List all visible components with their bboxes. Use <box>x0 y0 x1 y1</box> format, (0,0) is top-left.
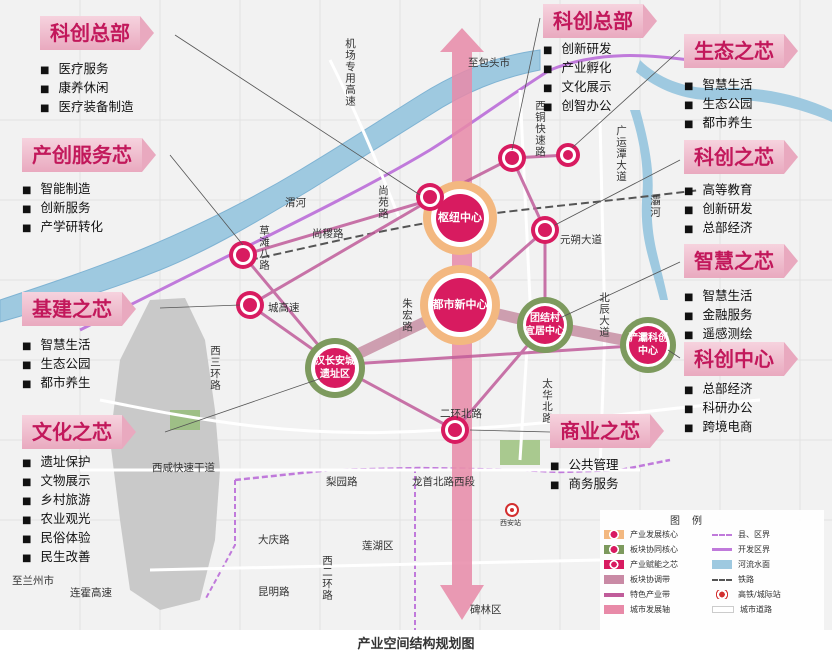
street-label: 朱宏路 <box>401 298 413 333</box>
legend-swatch <box>604 545 624 554</box>
callout-list-jj-core: 智慧生活 生态公园 都市养生 <box>22 336 90 393</box>
node-label-newcenter: 都市新中心 <box>432 298 488 311</box>
legend-item: 开发区界 <box>712 543 770 556</box>
legend-swatch <box>712 533 732 536</box>
legend-item: 铁路 <box>712 573 754 586</box>
callout-list-kc-hq-left: 医疗服务 康养休闲 医疗装备制造 <box>40 60 133 117</box>
small-node <box>498 144 526 172</box>
street-label: 昆明路 <box>258 586 290 598</box>
node-label-hub: 枢纽中心 <box>438 211 482 224</box>
street-label: 至包头市 <box>468 57 510 69</box>
figure-caption: 产业空间结构规划图 <box>357 637 475 652</box>
district-boundary <box>204 468 416 630</box>
callout-title-kc-hq-left: 科创总部 <box>40 16 154 50</box>
street-label: 连霍高速 <box>70 587 112 599</box>
street-label: 城高速 <box>268 302 300 314</box>
callout-list-sy-core: 公共管理 商务服务 <box>550 456 618 494</box>
node-label-hanchang: 汉长安城遗址区 <box>315 356 355 380</box>
legend-title: 图例 <box>670 516 714 527</box>
legend-swatch <box>604 560 624 569</box>
callout-list-wh-core: 遗址保护 文物展示 乡村旅游 农业观光 民俗体验 民生改善 <box>22 453 90 567</box>
callout-list-kc-core: 高等教育 创新研发 总部经济 <box>684 181 752 238</box>
street-label: 龙首北路西段 <box>412 476 475 488</box>
railway-station-icon <box>505 503 519 517</box>
street-label: 太华北路 <box>541 378 553 424</box>
green-core-tuanjie <box>517 297 573 353</box>
legend-swatch <box>604 575 624 584</box>
street-label: 渭河 <box>285 197 306 209</box>
small-node <box>416 183 444 211</box>
map-legend: 图例 产业发展核心 板块协同核心 产业赋能之芯 板块协调带 特色产业带 城市发展… <box>600 510 824 632</box>
legend-swatch <box>604 530 624 539</box>
callout-list-zh-core: 智慧生活 金融服务 遥感测绘 <box>684 287 752 344</box>
callout-title-cc-service: 产创服务芯 <box>22 138 156 172</box>
street-label: 碑林区 <box>470 604 502 616</box>
node-label-tuanjie: 团结村宜居中心 <box>525 313 565 337</box>
leader-lines <box>159 17 681 433</box>
legend-swatch <box>712 578 732 581</box>
river-bahe <box>630 110 668 300</box>
legend-item: 产业发展核心 <box>604 528 678 541</box>
legend-item: 产业赋能之芯 <box>604 558 678 571</box>
street-label: 二环北路 <box>440 408 482 420</box>
legend-item: 河流水面 <box>712 558 770 571</box>
callout-title-kc-hq-top: 科创总部 <box>543 4 657 38</box>
street-label: 莲湖区 <box>362 540 394 552</box>
street-label: 尚苑路 <box>377 185 389 220</box>
street-label: 北辰大道 <box>598 292 610 338</box>
street-label: 梨园路 <box>326 476 358 488</box>
legend-item: 城市道路 <box>712 603 772 616</box>
callout-title-st-core: 生态之芯 <box>684 34 798 68</box>
legend-swatch <box>604 605 624 614</box>
street-label: 大庆路 <box>258 534 290 546</box>
small-node <box>556 143 580 167</box>
street-label: 西咸快速干道 <box>152 462 215 474</box>
street-label: 西二环路 <box>321 555 333 601</box>
street-label: 至兰州市 <box>12 575 54 587</box>
callout-title-zh-core: 智慧之芯 <box>684 244 798 278</box>
legend-item: 高铁/城际站 <box>712 588 781 601</box>
small-node <box>229 241 257 269</box>
street-label: 灞河 <box>649 195 661 218</box>
river-weihe <box>0 49 541 323</box>
orange-core-newcenter <box>420 265 500 345</box>
street-label: 西三环路 <box>209 345 221 391</box>
callout-title-sy-core: 商业之芯 <box>550 414 664 448</box>
small-node <box>531 216 559 244</box>
legend-item: 板块协同核心 <box>604 543 678 556</box>
legend-swatch <box>604 592 624 597</box>
built-up-area <box>110 298 220 610</box>
station-label: 西安站 <box>500 519 521 527</box>
callout-title-kc-core: 科创之芯 <box>684 140 798 174</box>
callout-list-kc-center: 总部经济 科研办公 跨境电商 <box>684 380 752 437</box>
callout-list-kc-hq-top: 创新研发 产业孵化 文化展示 创智办公 <box>543 40 611 116</box>
node-label-chanba: 浐灞科创中心 <box>628 333 668 357</box>
green-core-hanchang <box>305 338 365 398</box>
legend-swatch <box>712 548 732 551</box>
legend-item: 特色产业带 <box>604 588 670 601</box>
legend-item: 板块协调带 <box>604 573 670 586</box>
street-label: 机场专用高速 <box>344 38 356 107</box>
street-label: 元朔大道 <box>560 234 602 246</box>
callout-title-wh-core: 文化之芯 <box>22 415 136 449</box>
street-label: 尚稷路 <box>312 228 344 240</box>
orange-core-hub <box>423 181 497 255</box>
street-label: 广运潭大道 <box>615 125 627 183</box>
callout-list-st-core: 智慧生活 生态公园 都市养生 <box>684 76 752 133</box>
legend-swatch <box>712 560 732 569</box>
callout-list-cc-service: 智能制造 创新服务 产学研转化 <box>22 180 103 237</box>
legend-item: 城市发展轴 <box>604 603 670 616</box>
green-core-chanba <box>620 317 676 373</box>
legend-item: 县、区界 <box>712 528 770 541</box>
street-label: 草滩八路 <box>258 225 270 271</box>
small-node <box>236 291 264 319</box>
legend-swatch <box>712 606 734 613</box>
small-node <box>441 416 469 444</box>
callout-title-kc-center: 科创中心 <box>684 342 798 376</box>
callout-title-jj-core: 基建之芯 <box>22 292 136 326</box>
legend-swatch <box>712 590 732 599</box>
